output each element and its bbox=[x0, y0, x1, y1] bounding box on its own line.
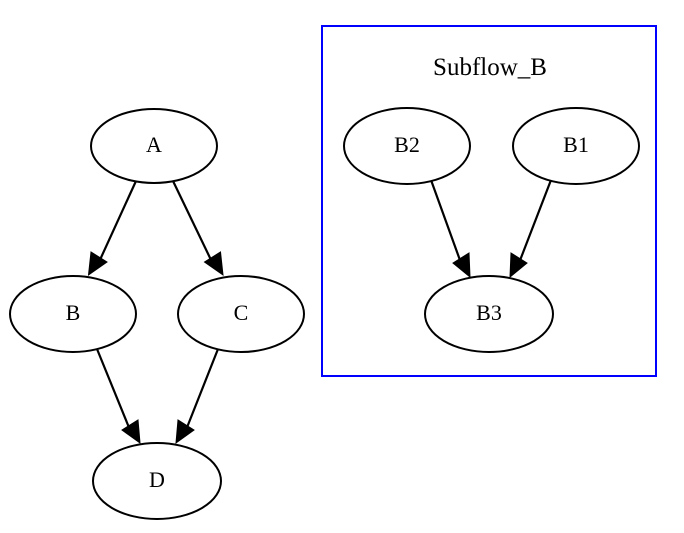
edge-c-to-d-arrowhead bbox=[175, 419, 195, 445]
cluster-border-rect[interactable] bbox=[321, 25, 657, 377]
edge-b1-to-b3-line bbox=[517, 179, 553, 264]
node-b-ellipse[interactable] bbox=[9, 275, 137, 353]
node-b1-label: B1 bbox=[563, 132, 589, 157]
node-b2[interactable]: B2 bbox=[343, 107, 471, 185]
node-d-ellipse[interactable] bbox=[92, 442, 222, 520]
nodes-layer: A B C D B2 B1 B3 bbox=[9, 107, 640, 520]
node-b3[interactable]: B3 bbox=[424, 275, 554, 353]
edge-a-to-b-line bbox=[97, 180, 138, 263]
node-d-label: D bbox=[149, 467, 165, 492]
edges-layer bbox=[87, 179, 553, 445]
node-a-ellipse[interactable] bbox=[90, 108, 218, 184]
node-c-ellipse[interactable] bbox=[177, 275, 305, 353]
edge-c-to-d-line bbox=[184, 348, 220, 431]
edge-a-to-c-arrowhead bbox=[203, 251, 224, 277]
edge-a-to-b-arrowhead bbox=[87, 251, 108, 277]
node-b[interactable]: B bbox=[9, 275, 137, 353]
edge-b-to-d[interactable] bbox=[95, 348, 141, 445]
node-a-label: A bbox=[146, 132, 162, 157]
edge-a-to-c-line bbox=[172, 180, 213, 263]
edge-b2-to-b3-line bbox=[429, 179, 463, 264]
cluster-label: Subflow_B bbox=[433, 54, 547, 81]
node-b3-label: B3 bbox=[476, 300, 502, 325]
node-c-label: C bbox=[234, 300, 249, 325]
node-b1[interactable]: B1 bbox=[512, 107, 640, 185]
edge-b1-to-b3-arrowhead bbox=[509, 252, 528, 279]
edge-a-to-c[interactable] bbox=[172, 180, 224, 277]
edge-b1-to-b3[interactable] bbox=[509, 179, 553, 279]
edge-c-to-d[interactable] bbox=[175, 348, 220, 445]
node-b3-ellipse[interactable] bbox=[424, 275, 554, 353]
edge-b2-to-b3[interactable] bbox=[429, 179, 471, 279]
node-d[interactable]: D bbox=[92, 442, 222, 520]
edge-b2-to-b3-arrowhead bbox=[452, 252, 471, 279]
node-b2-label: B2 bbox=[394, 132, 420, 157]
edge-b-to-d-line bbox=[95, 348, 132, 431]
node-b2-ellipse[interactable] bbox=[343, 107, 471, 185]
cluster-subflow-b[interactable]: Subflow_B bbox=[321, 25, 657, 377]
node-b-label: B bbox=[66, 300, 81, 325]
node-b1-ellipse[interactable] bbox=[512, 107, 640, 185]
node-a[interactable]: A bbox=[90, 108, 218, 184]
node-c[interactable]: C bbox=[177, 275, 305, 353]
edge-a-to-b[interactable] bbox=[87, 180, 138, 277]
edge-b-to-d-arrowhead bbox=[121, 419, 141, 445]
